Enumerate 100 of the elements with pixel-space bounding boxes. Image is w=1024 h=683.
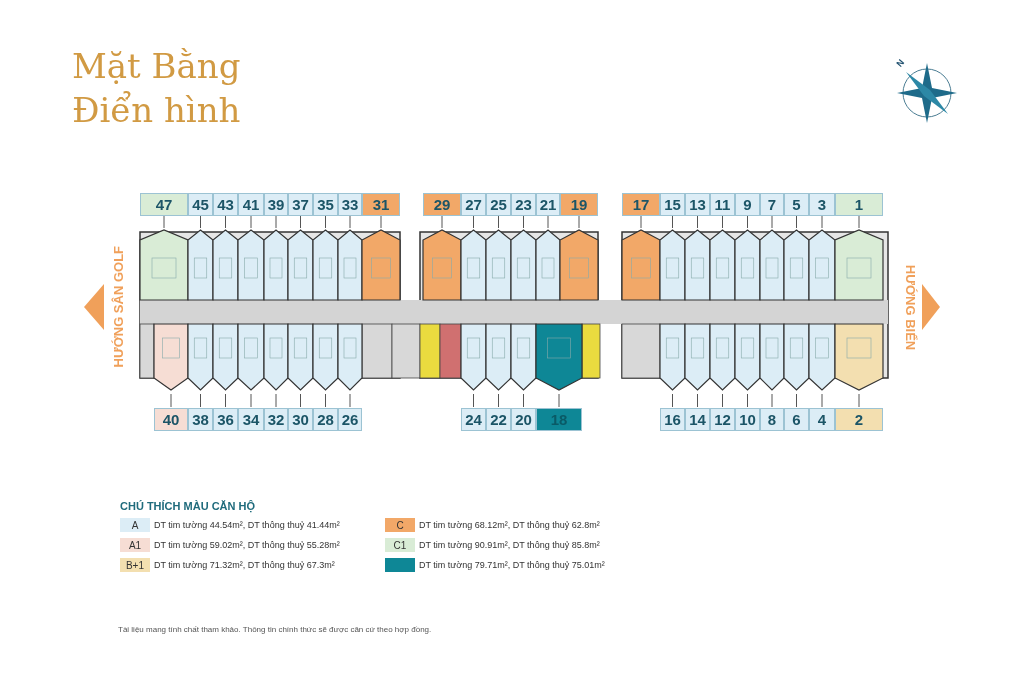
leader-line [325,215,326,229]
unit-number: 11 [710,193,735,216]
leader-line [300,393,301,408]
direction-label: HƯỚNG BIỂN [902,263,918,353]
leader-line [325,393,326,408]
leader-line [747,393,748,408]
unit-number: 1 [835,193,883,216]
unit-number: 24 [461,408,486,431]
unit-number: 23 [511,193,536,216]
leader-line [547,215,549,229]
leader-line [821,393,823,408]
unit-number: 6 [784,408,809,431]
unit-number: 39 [264,193,288,216]
leader-line [275,215,277,229]
leader-line [200,215,201,229]
legend-text: DT tim tường 59.02m², DT thông thuỷ 55.28m² [154,540,340,550]
legend-text: DT tim tường 68.12m², DT thông thuỷ 62.8m² [419,520,600,530]
leader-line [498,215,499,229]
unit-number: 28 [313,408,338,431]
leader-line [858,215,860,229]
leader-line [747,215,748,229]
unit-number: 35 [313,193,338,216]
unit-number: 8 [760,408,784,431]
compass-north-letter: N [894,57,907,69]
leader-line [170,393,172,408]
leader-line [275,393,277,408]
leader-line [349,215,351,229]
unit-number: 12 [710,408,735,431]
leader-line [349,393,351,408]
unit-number: 7 [760,193,784,216]
legend-text: DT tim tường 90.91m², DT thông thuỷ 85.8m² [419,540,600,550]
leader-line [796,393,797,408]
unit-number: 34 [238,408,264,431]
unit-number: 29 [423,193,461,216]
unit-number: 31 [362,193,400,216]
unit-number: 9 [735,193,760,216]
leader-line [578,215,580,229]
leader-line [672,215,673,229]
unit-number: 16 [660,408,685,431]
unit-number: 4 [809,408,835,431]
leader-line [722,215,723,229]
unit-number: 20 [511,408,536,431]
leader-line [473,393,474,408]
leader-line [697,215,698,229]
leader-line [300,215,301,229]
unit-number: 45 [188,193,213,216]
leader-line [771,393,773,408]
leader-line [498,393,499,408]
leader-line [163,215,165,229]
unit-number: 36 [213,408,238,431]
unit-number: 10 [735,408,760,431]
unit-number: 38 [188,408,213,431]
leader-line [250,393,252,408]
unit-number: 40 [154,408,188,431]
legend-text: DT tim tường 71.32m², DT thông thuỷ 67.3m² [154,560,335,570]
unit-number: 37 [288,193,313,216]
unit-number: 2 [835,408,883,431]
leader-line [225,215,226,229]
unit-number: 43 [213,193,238,216]
unit-number: 13 [685,193,710,216]
leader-line [858,393,860,408]
unit-number: 33 [338,193,362,216]
unit-number: 17 [622,193,660,216]
leader-line [672,393,673,408]
legend-swatch: A [120,518,150,532]
leader-line [380,215,382,229]
legend-swatch: C1 [385,538,415,552]
leader-line [523,215,524,229]
unit-number: 14 [685,408,710,431]
legend-swatch: A1 [120,538,150,552]
unit-number: 5 [784,193,809,216]
leader-line [473,215,474,229]
leader-line [771,215,773,229]
legend-heading: CHÚ THÍCH MÀU CĂN HỘ [120,500,256,512]
unit-number: 32 [264,408,288,431]
direction-label: HƯỚNG SÂN GOLF [110,247,126,368]
leader-line [225,393,226,408]
leader-line [796,215,797,229]
unit-number: 41 [238,193,264,216]
unit-number: 47 [140,193,188,216]
unit-number: 22 [486,408,511,431]
unit-number: 19 [560,193,598,216]
leader-line [640,215,642,229]
legend-swatch: B+1 [120,558,150,572]
unit-number: 25 [486,193,511,216]
legend-text: DT tim tường 79.71m², DT thông thuỷ 75.01m² [419,560,605,570]
leader-line [200,393,201,408]
unit-number: 3 [809,193,835,216]
leader-line [821,215,823,229]
leader-line [250,215,252,229]
legend-text: DT tim tường 44.54m², DT thông thuỷ 41.44m² [154,520,340,530]
leader-line [697,393,698,408]
footnote: Tài liệu mang tính chất tham khảo. Thông tin chính thức sẽ được căn cứ theo hợp đồng. [118,625,432,634]
leader-line [523,393,524,408]
unit-number: 30 [288,408,313,431]
unit-number: 21 [536,193,560,216]
leader-line [558,393,560,408]
unit-number: 26 [338,408,362,431]
leader-line [722,393,723,408]
unit-number: 27 [461,193,486,216]
